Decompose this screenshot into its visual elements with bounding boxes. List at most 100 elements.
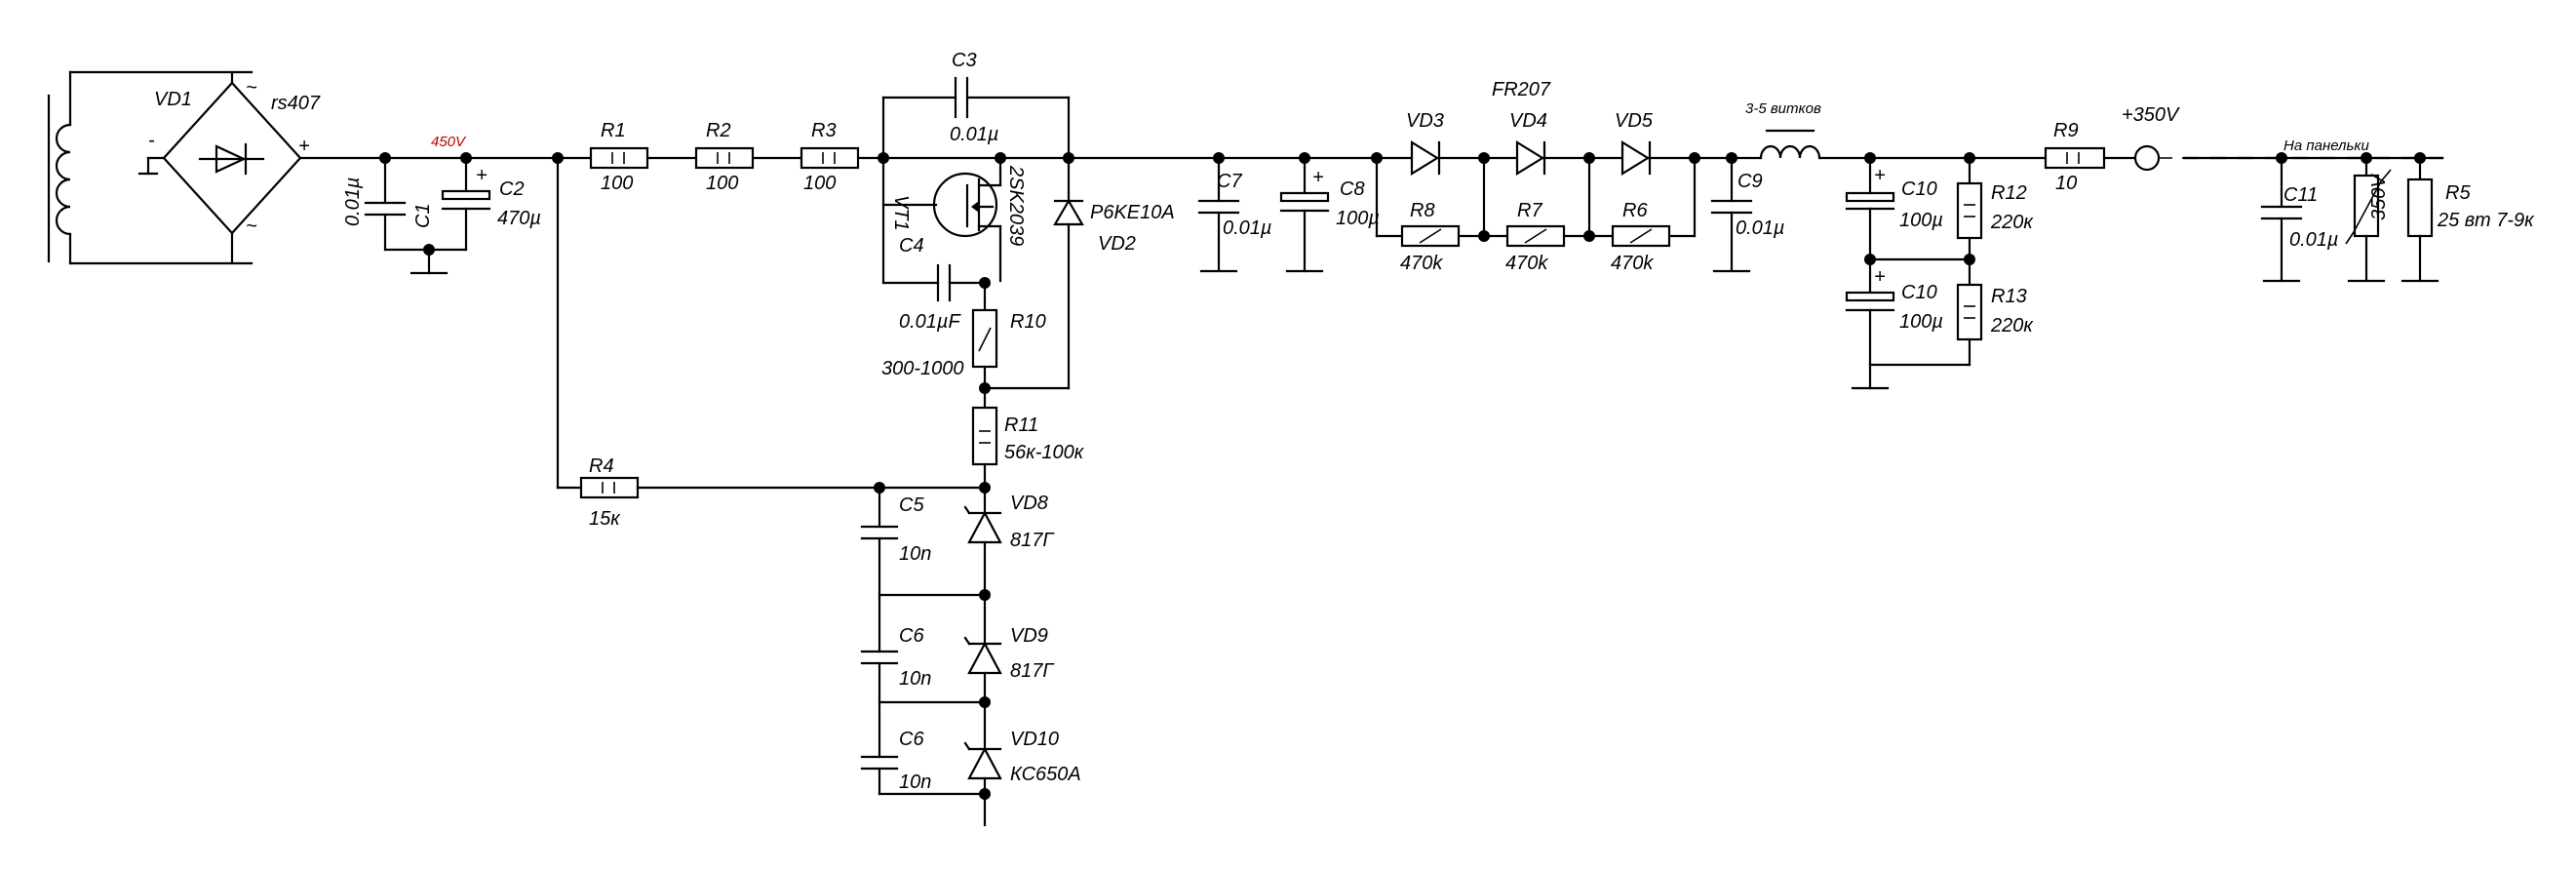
- c11-value: 0.01µ: [2289, 229, 2338, 251]
- c7-value: 0.01µ: [1223, 218, 1271, 239]
- resistor-r5: R5 25 вт 7-9к: [2400, 156, 2535, 283]
- vd1-minus: -: [148, 130, 155, 151]
- zener-stack: VD8 817Г VD9 817Г VD10 КС650А: [963, 486, 1081, 827]
- vt1-value: 2SK2039: [1005, 165, 1027, 246]
- vd2-value: P6KE10A: [1090, 202, 1175, 223]
- resistor-r1: R1 100: [589, 120, 649, 194]
- resistor-r11: R11 56к-100к: [971, 406, 1085, 494]
- output-filter: + C10 100µ + C10 100µ R12 220к R13 220к: [1845, 156, 2034, 390]
- c5-value: 10n: [899, 543, 931, 565]
- r10-ref: R10: [1010, 311, 1046, 333]
- r12-ref: R12: [1991, 182, 2027, 204]
- panel-label: На панельки: [2283, 138, 2369, 154]
- diode-chain: VD3 FR207 VD4 VD5 R8 470k R7 470k R6 470…: [1375, 79, 1697, 274]
- c6b-ref: C6: [899, 729, 924, 750]
- r7-value: 470k: [1505, 253, 1548, 274]
- output-voltage-label: +350V: [2122, 104, 2180, 126]
- resistor-r4: R4 15к: [556, 156, 987, 530]
- resistor-r2: R2 100: [694, 120, 755, 194]
- c4-value: 0.01µF: [899, 311, 961, 333]
- r13-ref: R13: [1991, 286, 2027, 307]
- capacitor-c9: C9 0.01µ: [1710, 156, 1784, 273]
- vd8-ref: VD8: [1010, 493, 1048, 514]
- bridge-rectifier-vd1: VD1 rs407 ~ ~ + -: [137, 70, 387, 265]
- c2-plus: +: [476, 165, 488, 186]
- c7-ref: C7: [1217, 171, 1242, 192]
- r3-ref: R3: [811, 120, 837, 141]
- vd10-ref: VD10: [1010, 729, 1059, 750]
- inductor: 3-5 витков: [1745, 100, 1821, 160]
- c10b-value: 100µ: [1899, 311, 1943, 333]
- vd5-ref: VD5: [1615, 110, 1654, 132]
- mosfet-vt1: VT1 2SK2039: [881, 156, 1027, 283]
- r9-ref: R9: [2053, 120, 2079, 141]
- capacitor-c8: + C8 100µ: [1279, 156, 1380, 273]
- r5-value: 25 вт 7-9к: [2437, 210, 2535, 231]
- capacitor-c3: C3 0.01µ: [881, 50, 1071, 160]
- varistor-value: 350V: [2368, 174, 2390, 220]
- vd1-ac-top: ~: [246, 77, 257, 99]
- output-terminal: +350V: [2122, 104, 2180, 172]
- r2-ref: R2: [706, 120, 731, 141]
- c5-ref: C5: [899, 494, 924, 516]
- resistor-r10: R10 300-1000: [881, 281, 1046, 410]
- vt1-ref: VT1: [890, 195, 912, 231]
- r6-ref: R6: [1622, 200, 1648, 221]
- c10b-ref: C10: [1901, 282, 1937, 303]
- c6a-ref: C6: [899, 625, 924, 647]
- c8-value: 100µ: [1336, 208, 1380, 229]
- r11-value: 56к-100к: [1004, 442, 1085, 463]
- r13-value: 220к: [1990, 315, 2034, 336]
- vd4-value: FR207: [1492, 79, 1551, 100]
- c9-value: 0.01µ: [1736, 218, 1784, 239]
- vd1-value: rs407: [271, 93, 321, 114]
- vd10-value: КС650А: [1010, 764, 1081, 785]
- r4-value: 15к: [589, 508, 621, 530]
- c1-value: 0.01µ: [342, 178, 364, 226]
- c4-ref: C4: [899, 235, 924, 257]
- capacitor-c1: 0.01µ C1: [342, 156, 468, 252]
- r8-ref: R8: [1410, 200, 1435, 221]
- r2-value: 100: [706, 173, 738, 194]
- resistor-r3: R3 100: [800, 120, 860, 194]
- r1-ref: R1: [601, 120, 626, 141]
- r12-value: 220к: [1990, 212, 2034, 233]
- varistor: 350V: [2345, 156, 2392, 283]
- ground-c1-c2: [410, 244, 449, 275]
- node-voltage-450v: 450V: [431, 134, 467, 150]
- c10a-value: 100µ: [1899, 210, 1943, 231]
- c9-ref: C9: [1737, 171, 1763, 192]
- c10a-ref: C10: [1901, 178, 1937, 200]
- r8-value: 470k: [1400, 253, 1443, 274]
- vd1-ac-bottom: ~: [246, 216, 257, 237]
- vd8-value: 817Г: [1010, 530, 1055, 551]
- r9-value: 10: [2055, 173, 2077, 194]
- vd2-ref: VD2: [1098, 233, 1136, 255]
- c8-plus: +: [1312, 167, 1324, 188]
- r4-ref: R4: [589, 455, 614, 477]
- vd9-value: 817Г: [1010, 660, 1055, 682]
- tvs-vd2: P6KE10A VD2: [983, 156, 1175, 390]
- capacitor-c11: C11 0.01µ: [2260, 156, 2338, 283]
- transformer: [47, 70, 254, 265]
- vd1-plus: +: [298, 136, 310, 157]
- capacitor-ladder: C5 10n C6 10n C6 10n: [860, 486, 987, 796]
- c1-ref: C1: [412, 203, 434, 228]
- r11-ref: R11: [1004, 415, 1038, 436]
- c10b-plus: +: [1874, 266, 1886, 288]
- c8-ref: C8: [1340, 178, 1365, 200]
- vd9-ref: VD9: [1010, 625, 1048, 647]
- c3-ref: C3: [952, 50, 977, 71]
- capacitor-c2: + C2 470µ: [441, 156, 541, 252]
- vd4-ref: VD4: [1509, 110, 1547, 132]
- c6a-value: 10n: [899, 668, 931, 690]
- r7-ref: R7: [1517, 200, 1542, 221]
- r3-value: 100: [803, 173, 836, 194]
- c11-ref: C11: [2283, 184, 2318, 206]
- capacitor-c7: C7 0.01µ: [1197, 156, 1271, 273]
- c6b-value: 10n: [899, 771, 931, 793]
- vd1-ref: VD1: [154, 89, 192, 110]
- r10-value: 300-1000: [881, 358, 964, 379]
- r6-value: 470k: [1611, 253, 1654, 274]
